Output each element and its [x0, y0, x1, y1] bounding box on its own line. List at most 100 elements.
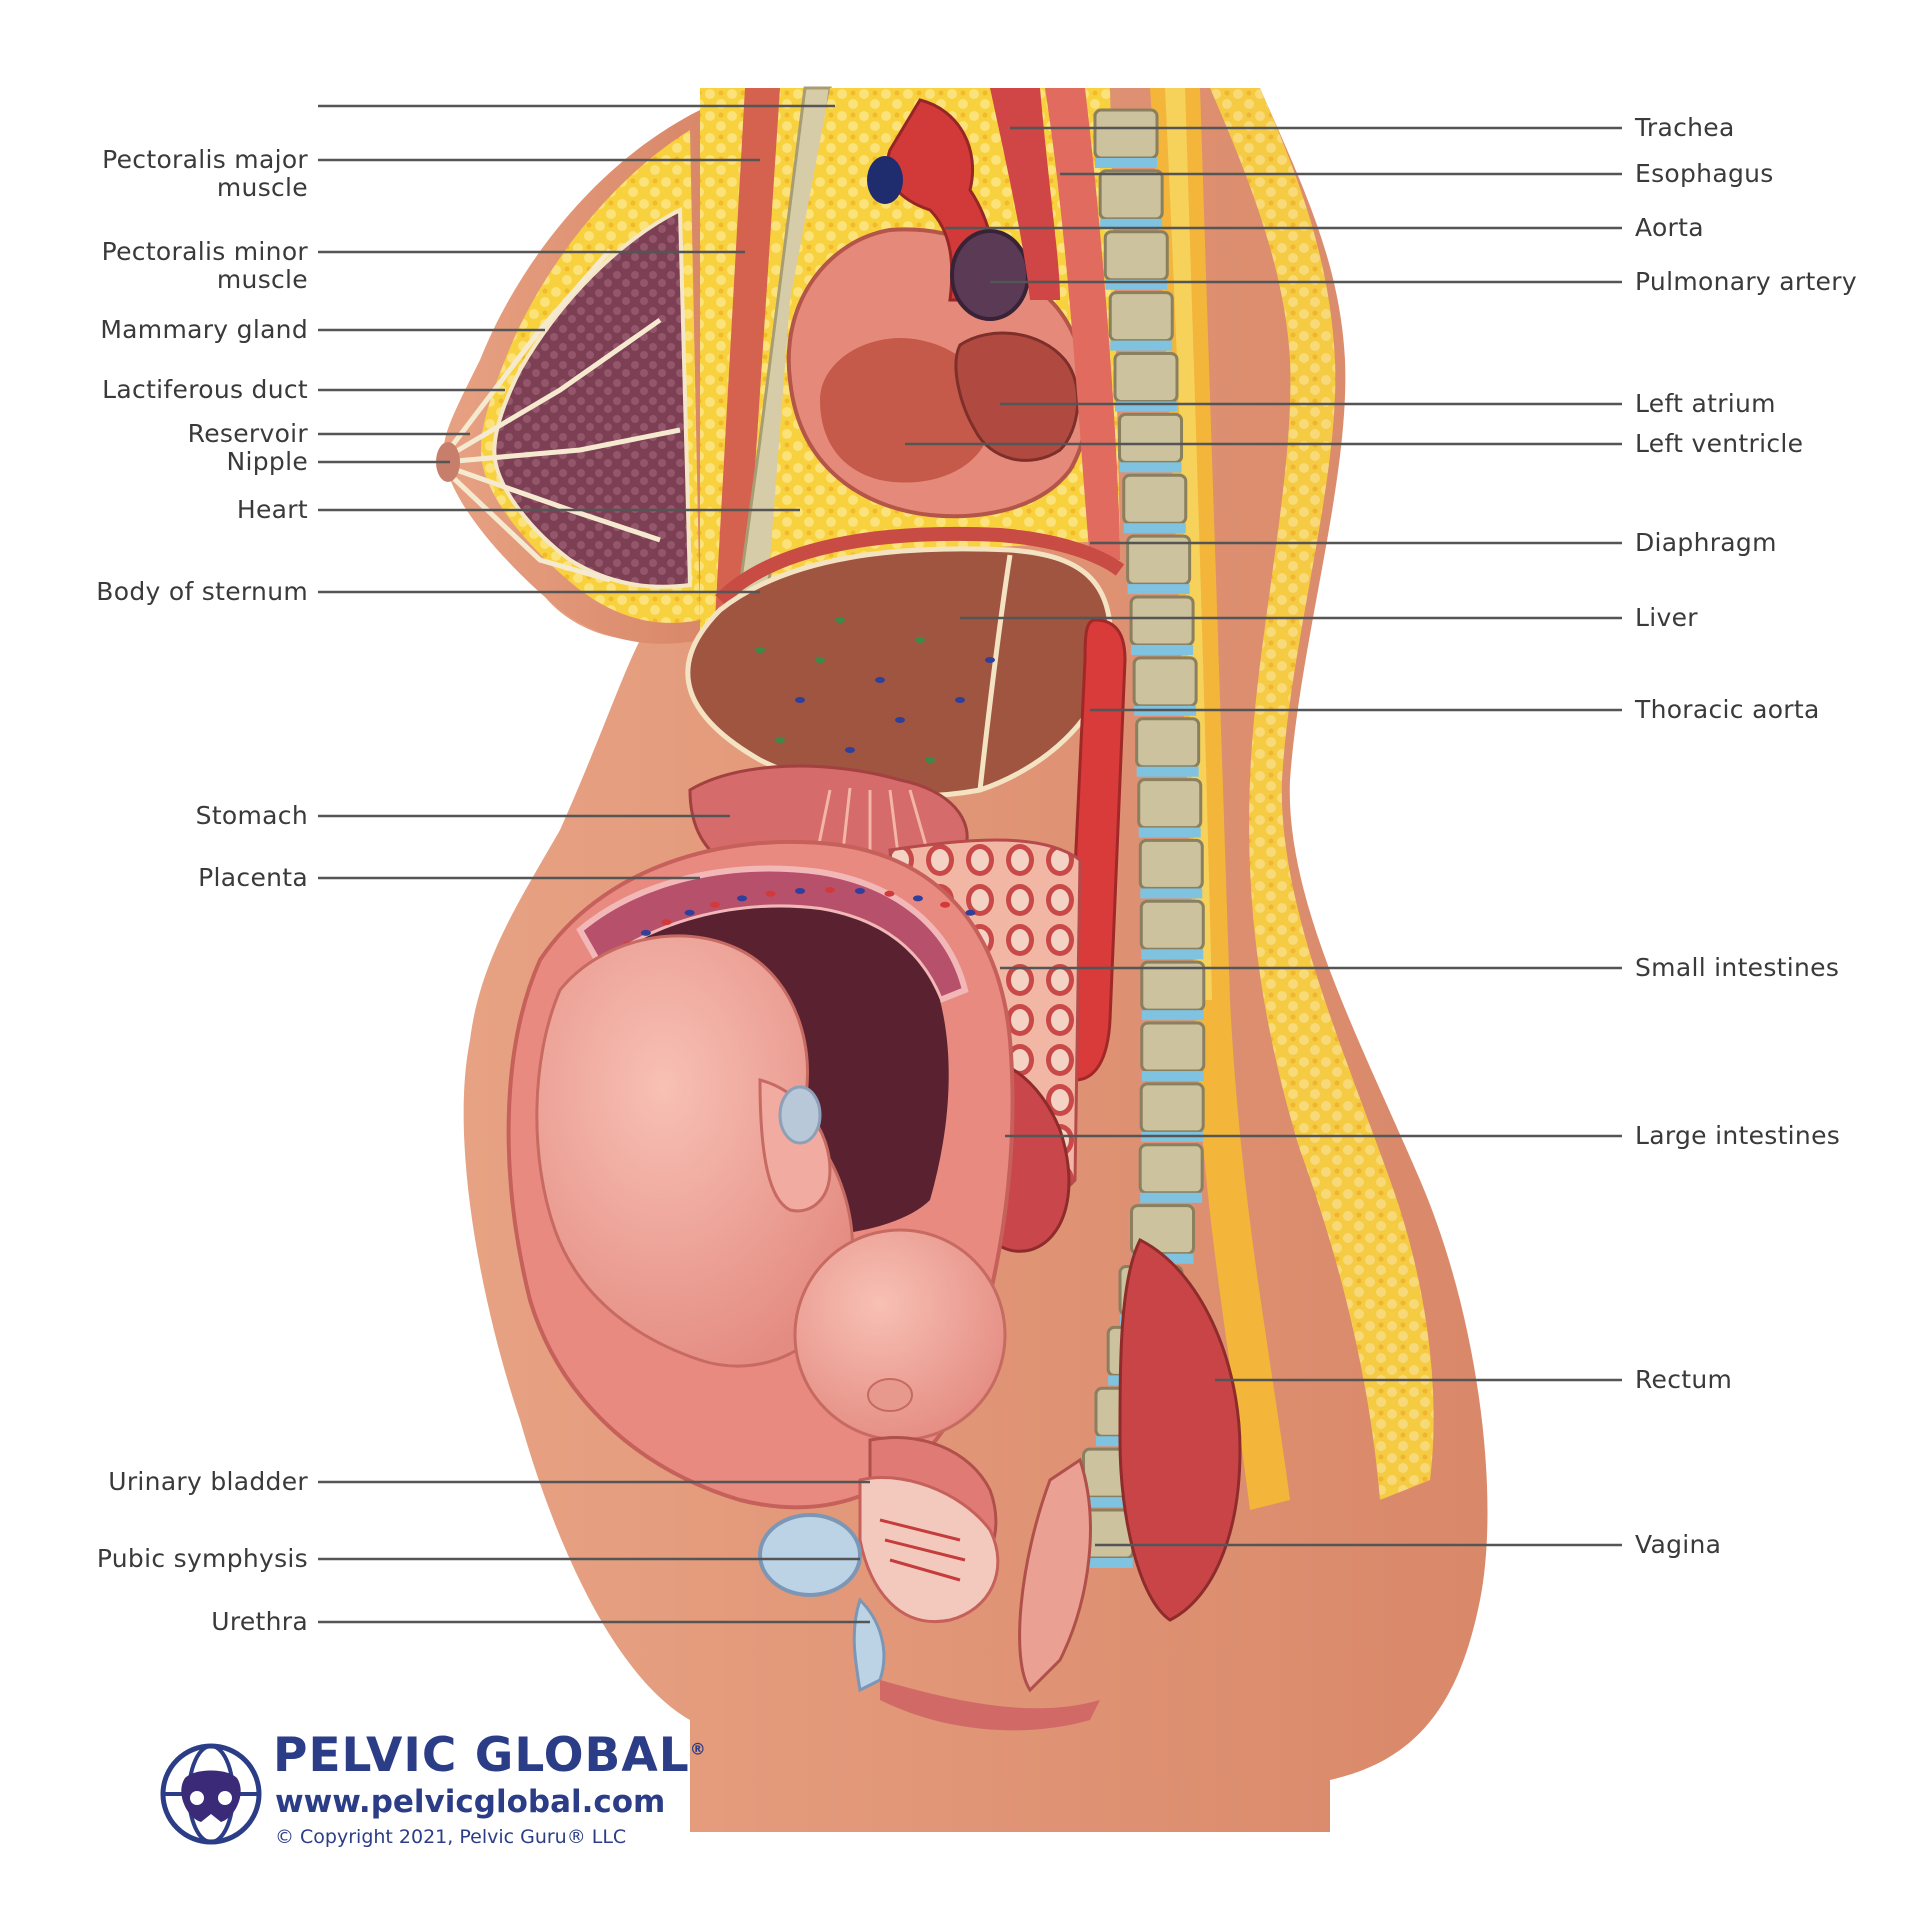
thoracic-aorta	[1063, 618, 1127, 1082]
leader-lines-right	[905, 126, 1622, 1547]
label-liver: Liver	[1635, 603, 1698, 632]
label-urinary-bladder: Urinary bladder	[108, 1467, 308, 1496]
pectoralis-major-band	[715, 88, 780, 620]
vagina-shape	[1018, 1457, 1092, 1693]
intervertebral-disc	[1110, 340, 1173, 351]
back-fat	[1210, 88, 1434, 1500]
label-pectoralis-major-line2: muscle	[217, 173, 308, 202]
intervertebral-disc	[1140, 888, 1203, 899]
brand-url: www.pelvicglobal.com	[275, 1784, 666, 1820]
bladder-folds	[879, 1518, 966, 1582]
left-atrium-shape	[954, 331, 1080, 462]
left-ventricle-shape	[820, 338, 992, 483]
liver-vessel-dot	[915, 637, 925, 643]
vertebra	[1098, 169, 1164, 221]
vertebra	[1139, 1082, 1205, 1134]
label-nipple: Nipple	[226, 447, 308, 476]
label-vagina: Vagina	[1635, 1530, 1721, 1559]
intervertebral-disc	[1141, 949, 1204, 960]
labels-right: Trachea Esophagus Aorta Pulmonary artery…	[1634, 113, 1857, 1559]
pelvic-global-logo: PELVIC GLOBAL® www.pelvicglobal.com © Co…	[155, 1728, 706, 1868]
vertebra	[1108, 291, 1174, 343]
label-left-atrium: Left atrium	[1635, 389, 1776, 418]
placenta-vessel-dot	[912, 895, 923, 902]
label-pectoralis-major: Pectoralis major	[102, 145, 308, 174]
label-pectoralis-minor: Pectoralis minor	[102, 237, 309, 266]
vertebra	[1122, 473, 1188, 525]
intervertebral-disc	[1100, 218, 1163, 229]
label-pubic-symphysis: Pubic symphysis	[97, 1544, 308, 1573]
leader-lines-left	[318, 104, 870, 1624]
placenta-vessel-dot	[884, 890, 895, 897]
liver-vessel-dot	[895, 717, 905, 723]
placenta-vessel-dot	[684, 909, 695, 916]
label-left-ventricle: Left ventricle	[1635, 429, 1803, 458]
placenta-vessel-dot	[640, 929, 651, 936]
liver-vessels	[755, 617, 995, 763]
intervertebral-disc	[1127, 584, 1190, 595]
label-large-intestines: Large intestines	[1635, 1121, 1840, 1150]
liver-vessel-dot	[955, 697, 965, 703]
esophagus	[1045, 88, 1120, 560]
vertebra	[1132, 656, 1198, 708]
vertebra	[1103, 230, 1169, 282]
intervertebral-disc	[1123, 523, 1186, 534]
vertebra	[1135, 717, 1201, 769]
label-reservoir: Reservoir	[188, 419, 309, 448]
intervertebral-disc	[1105, 279, 1168, 290]
liver-vessel-dot	[815, 657, 825, 663]
fetus-ear	[867, 1378, 913, 1412]
label-rectum: Rectum	[1635, 1365, 1732, 1394]
anatomy-illustration	[436, 86, 1488, 1832]
intervertebral-disc	[1140, 1192, 1203, 1203]
brand-name: PELVIC GLOBAL®	[273, 1728, 707, 1783]
globe-pelvis-icon	[160, 1743, 262, 1845]
intervertebral-disc	[1131, 644, 1194, 655]
intervertebral-disc	[1095, 158, 1157, 168]
intervertebral-disc	[1141, 1071, 1204, 1082]
intervertebral-disc	[1115, 401, 1178, 412]
placenta-vessel-dot	[965, 909, 976, 916]
vertebra	[1138, 838, 1204, 890]
label-esophagus: Esophagus	[1635, 159, 1774, 188]
vessel-section	[867, 156, 903, 204]
placenta-vessel-dot	[765, 890, 776, 897]
diaphragm	[715, 526, 1125, 606]
intervertebral-disc	[1119, 462, 1182, 473]
label-stomach: Stomach	[196, 801, 308, 830]
liver-fissure	[977, 554, 1013, 791]
placenta-vessel-dot	[795, 887, 806, 894]
label-body-of-sternum: Body of sternum	[96, 577, 308, 606]
vertebra	[1113, 351, 1179, 403]
perineum	[880, 1680, 1100, 1731]
placenta-vessel-dot	[940, 901, 951, 908]
vertebra	[1140, 1021, 1206, 1073]
placenta-vessels	[597, 887, 976, 974]
label-urethra: Urethra	[211, 1607, 308, 1636]
label-placenta: Placenta	[198, 863, 308, 892]
liver-vessel-dot	[985, 657, 995, 663]
label-pectoralis-minor-line2: muscle	[217, 265, 308, 294]
label-aorta: Aorta	[1635, 213, 1704, 242]
pubic-symphysis-shape	[758, 1513, 862, 1597]
rectum-shape	[1118, 1237, 1242, 1622]
intervertebral-disc	[1138, 827, 1201, 838]
intervertebral-disc	[1136, 766, 1199, 777]
placenta-vessel-dot	[661, 919, 672, 926]
label-trachea: Trachea	[1634, 113, 1735, 142]
placenta-vessel-dot	[737, 895, 748, 902]
liver-shape	[685, 546, 1113, 799]
vertebra	[1139, 899, 1205, 951]
placenta-vessel-dot	[854, 887, 865, 894]
vertebra	[1138, 1143, 1204, 1195]
liver-vessel-dot	[875, 677, 885, 683]
label-mammary-gland: Mammary gland	[100, 315, 308, 344]
liver-vessel-dot	[835, 617, 845, 623]
vertebra	[1137, 778, 1203, 830]
liver-vessel-dot	[845, 747, 855, 753]
vertebra	[1140, 960, 1206, 1012]
labels-left: Pectoralis major muscle Pectoralis minor…	[96, 145, 308, 1636]
liver-vessel-dot	[755, 647, 765, 653]
vertebra	[1118, 412, 1184, 464]
